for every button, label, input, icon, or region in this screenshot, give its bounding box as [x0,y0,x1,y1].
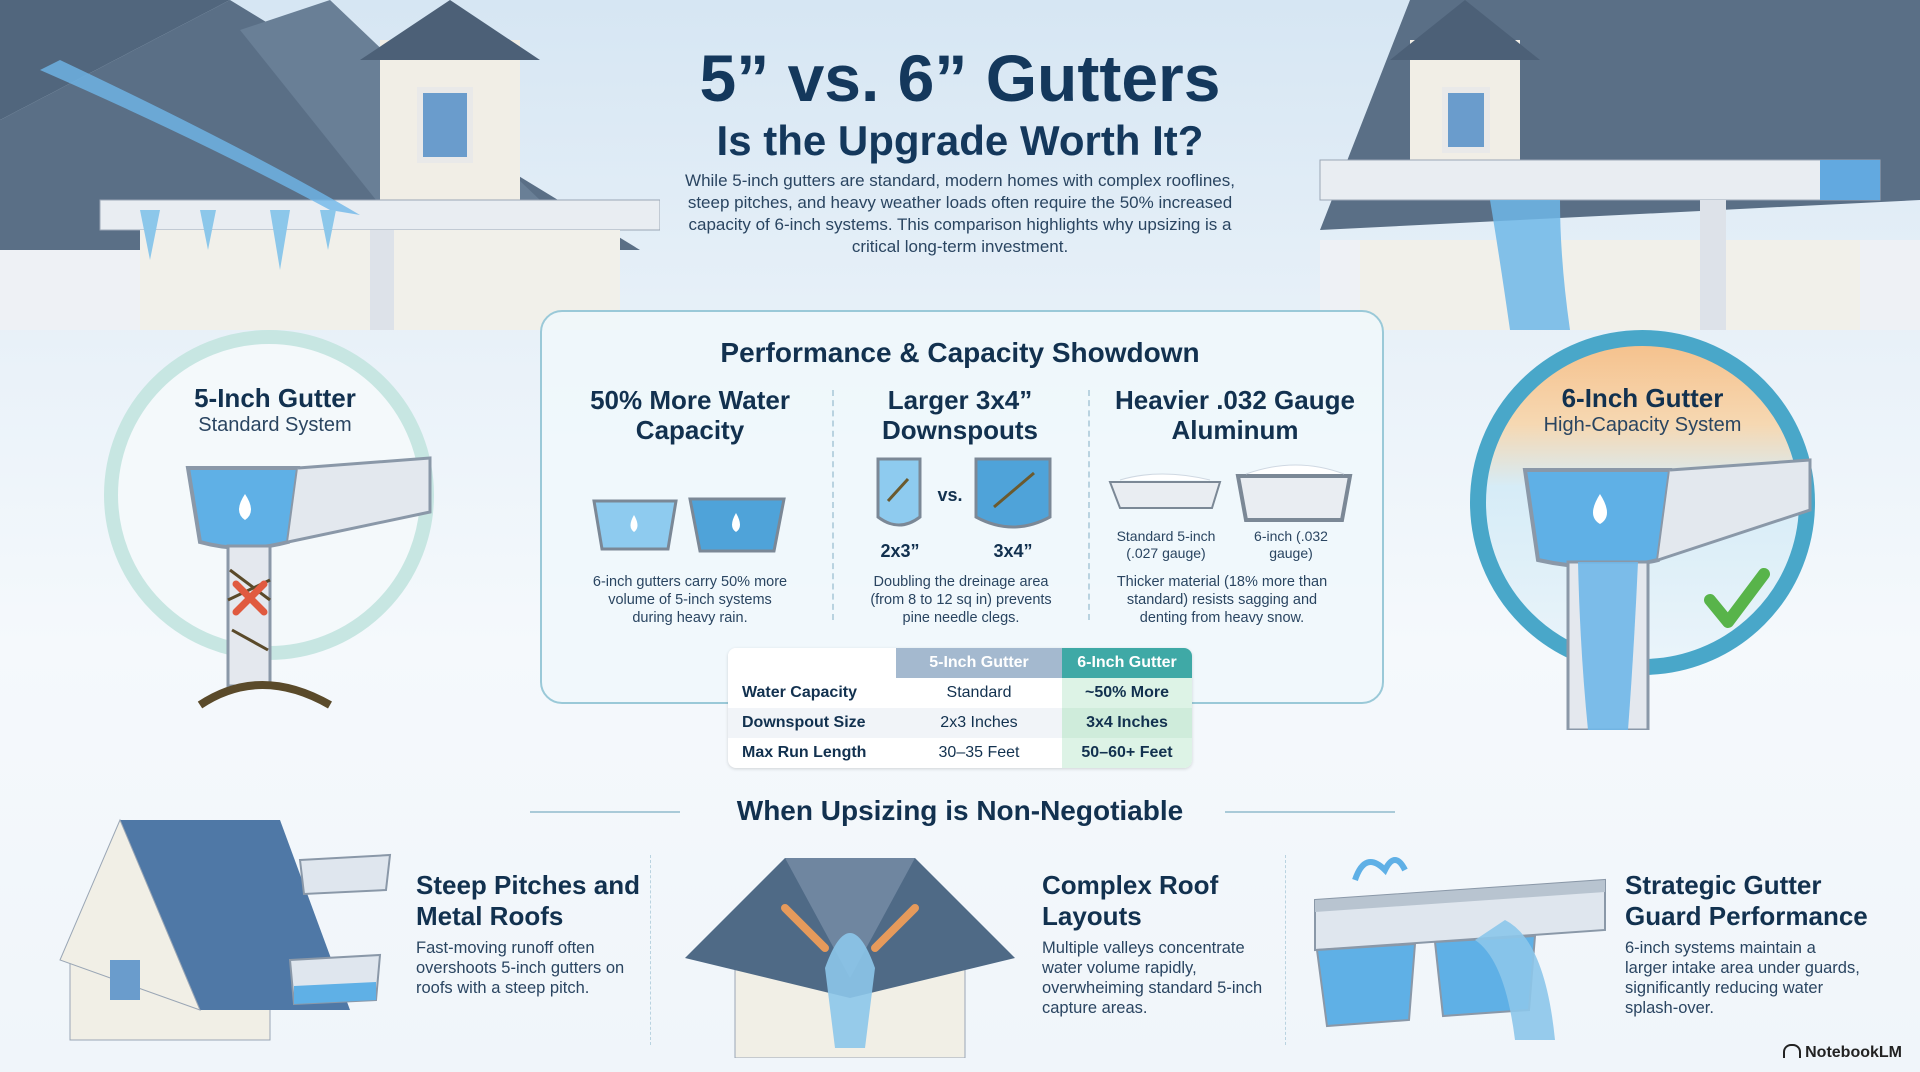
page-title: 5” vs. 6” Gutters Is the Upgrade Worth I… [560,40,1360,166]
table-row: Water Capacity Standard ~50% More [728,678,1192,708]
card-complex-text: Multiple valleys concentrate water volum… [1042,939,1263,1017]
five-inch-value: Standard [946,684,1012,701]
title-line-1: 5” vs. 6” Gutters [699,41,1221,115]
left-badge-title: 5-Inch Gutter [194,383,356,413]
section-rule-right [1225,811,1395,813]
table-row: Downspout Size 2x3 Inches 3x4 Inches [728,708,1192,738]
table-row: Max Run Length 30–35 Feet 50–60+ Feet [728,738,1192,768]
six-inch-value: 3x4 Inches [1062,708,1192,738]
row-label: Max Run Length [742,744,867,761]
capacity-caption: 6-inch gutters carry 50% more volume of … [592,574,788,626]
intro-paragraph: While 5-inch gutters are standard, moder… [685,171,1235,256]
capacity-heading: 50% More Water Capacity [590,385,790,445]
gauge-caption: Thicker material (18% more than standard… [1116,574,1328,626]
complex-roof-illustration [685,858,1015,1058]
downspout-2x3-label: 2x3” [880,541,920,561]
table-header-6inch: 6-Inch Gutter [1062,648,1192,678]
clogged-gutter-icon [185,456,432,709]
green-check-icon [1704,568,1770,628]
section2-title: When Upsizing is Non-Negotiable [736,795,1184,826]
title-line-2: Is the Upgrade Worth It? [716,117,1204,164]
downspout-3x4-label: 3x4” [993,541,1033,561]
notebooklm-logo-icon [1783,1044,1802,1058]
table-header-cell [728,648,896,678]
six-inch-value: ~50% More [1062,678,1192,708]
brand-label: NotebookLM [1783,1044,1902,1062]
column-divider [832,390,834,620]
gauge-standard-label: Standard 5-inch (.027 gauge) [1116,528,1216,561]
downspout-size-icon [876,457,1052,529]
right-badge-title: 6-Inch Gutter [1561,383,1724,413]
steep-roof-illustration [59,818,392,1041]
row-label: Downspout Size [728,708,896,738]
column-divider [1088,390,1090,620]
left-house-illustration [0,0,660,330]
gauge-heading: Heavier .032 Gauge Aluminum [1115,385,1355,445]
card-divider [650,855,651,1045]
section-rule-left [530,811,680,813]
six-inch-value: 50–60+ Feet [1062,738,1192,768]
card-divider [1285,855,1286,1045]
row-label: Water Capacity [742,684,857,701]
card-steep-title: Steep Pitches and Metal Roofs [416,870,640,931]
card-guard-title: Strategic Gutter Guard Performance [1625,870,1868,931]
right-house-illustration [1319,0,1920,330]
vs-label: vs. [937,485,963,505]
table-header-row: 5-Inch Gutter 6-Inch Gutter [728,648,1192,678]
gauge-comparison-icon [1108,464,1353,522]
table-header-5inch: 5-Inch Gutter [896,648,1062,678]
downspout-caption: Doubling the dreinage area (from 8 to 12… [870,574,1052,626]
five-inch-value: 30–35 Feet [938,744,1020,761]
brand-text: NotebookLM [1805,1044,1902,1061]
gutter-size-comparison-icon [592,497,786,553]
gutter-guard-illustration [1314,857,1606,1040]
card-complex-title: Complex Roof Layouts [1042,870,1219,931]
right-badge-subtitle: High-Capacity System [1543,414,1742,436]
downspout-heading: Larger 3x4” Downspouts [882,385,1038,445]
five-inch-value: 2x3 Inches [896,708,1062,738]
card-steep-text: Fast-moving runoff often overshoots 5-in… [416,939,625,997]
gauge-6inch-label: 6-inch (.032 gauge) [1254,528,1328,561]
overflowing-gutter-icon [1522,458,1812,730]
card-guard-text: 6-inch systems maintain a larger intake … [1625,939,1860,1017]
red-x-icon [232,580,268,616]
comparison-table: 5-Inch Gutter 6-Inch Gutter Water Capaci… [728,648,1192,768]
left-badge-subtitle: Standard System [198,414,352,436]
showdown-title: Performance & Capacity Showdown [720,337,1200,368]
